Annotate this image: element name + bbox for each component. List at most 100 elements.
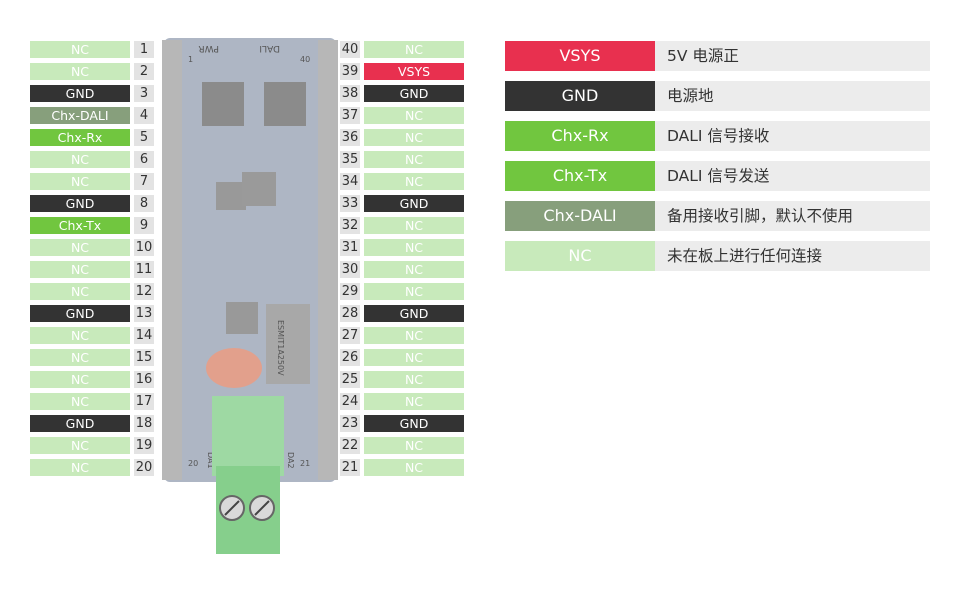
pin-number: 13 (134, 305, 154, 322)
pin-number: 11 (134, 261, 154, 278)
pin-label: GND (364, 195, 464, 212)
pin-label: GND (364, 305, 464, 322)
fuse (206, 348, 262, 388)
pin-number: 21 (340, 459, 360, 476)
pin-number: 12 (134, 283, 154, 300)
legend-key: Chx-DALI (505, 201, 655, 231)
pin-label: NC (364, 371, 464, 388)
pin-number: 29 (340, 283, 360, 300)
pin-label: NC (364, 107, 464, 124)
pin-label: GND (30, 415, 130, 432)
pin-label: NC (364, 349, 464, 366)
pin-number: 25 (340, 371, 360, 388)
pin-number: 33 (340, 195, 360, 212)
pin-label: NC (30, 327, 130, 344)
pin-label: NC (364, 129, 464, 146)
pin-number: 37 (340, 107, 360, 124)
pin-number: 34 (340, 173, 360, 190)
pin-label: NC (364, 261, 464, 278)
pin-number: 32 (340, 217, 360, 234)
terminal-block (212, 396, 284, 554)
corner-40: 40 (300, 55, 310, 64)
pin-label: NC (364, 283, 464, 300)
pin-label: NC (364, 173, 464, 190)
legend-description: DALI 信号接收 (667, 127, 770, 145)
pin-label: NC (364, 41, 464, 58)
pin-label: NC (30, 41, 130, 58)
pin-label: GND (364, 415, 464, 432)
pin-label: NC (364, 437, 464, 454)
pin-number: 14 (134, 327, 154, 344)
pin-number: 1 (134, 41, 154, 58)
legend-row: NC 未在板上进行任何连接 (505, 241, 930, 271)
da2-label: DA2 (286, 452, 295, 469)
pin-label: NC (364, 239, 464, 256)
pin-number: 9 (134, 217, 154, 234)
pin-label: NC (364, 393, 464, 410)
pin-label: VSYS (364, 63, 464, 80)
pin-number: 3 (134, 85, 154, 102)
legend-row: Chx-Rx DALI 信号接收 (505, 121, 930, 151)
legend-key: NC (505, 241, 655, 271)
pin-number: 22 (340, 437, 360, 454)
pin-label: NC (30, 63, 130, 80)
pin-label: NC (364, 151, 464, 168)
pin-number: 24 (340, 393, 360, 410)
pin-number: 20 (134, 459, 154, 476)
pin-number: 4 (134, 107, 154, 124)
pin-label: NC (30, 437, 130, 454)
legend-key: Chx-Tx (505, 161, 655, 191)
pin-number: 10 (134, 239, 154, 256)
pin-number: 18 (134, 415, 154, 432)
pin-label: NC (30, 459, 130, 476)
pin-number: 38 (340, 85, 360, 102)
pcb-board: PWR DALI 1 40 20 21 DA1 DA2 ESMIT1A250V (162, 38, 338, 482)
pin-label: NC (364, 327, 464, 344)
pin-label: GND (30, 305, 130, 322)
pin-number: 16 (134, 371, 154, 388)
pin-label: NC (30, 261, 130, 278)
chips (202, 82, 310, 384)
corner-1: 1 (188, 55, 193, 64)
legend-key: Chx-Rx (505, 121, 655, 151)
legend-description: 未在板上进行任何连接 (667, 247, 823, 265)
corner-20: 20 (188, 459, 198, 468)
pin-number: 30 (340, 261, 360, 278)
pin-number: 8 (134, 195, 154, 212)
pin-number: 35 (340, 151, 360, 168)
pin-label: Chx-Rx (30, 129, 130, 146)
pin-number: 26 (340, 349, 360, 366)
pin-label: NC (364, 217, 464, 234)
legend-description: 电源地 (667, 87, 714, 105)
pin-number: 39 (340, 63, 360, 80)
